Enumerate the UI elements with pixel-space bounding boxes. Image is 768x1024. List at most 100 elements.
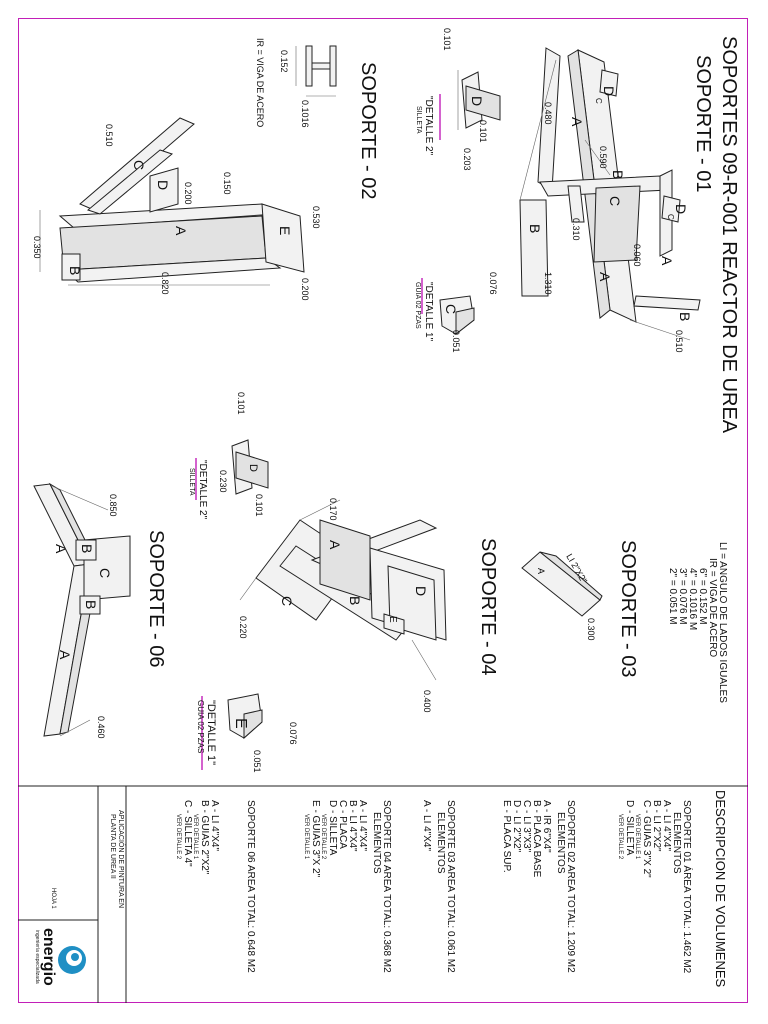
soporte-01-drawing: [519, 47, 701, 341]
soporte-06-drawing: [33, 482, 131, 737]
ir-dim-01016: 0.1016: [300, 100, 310, 128]
d2-mid-dim-c: 0.101: [254, 494, 264, 517]
d1-top-sub: GUIA 02 PZAS: [414, 282, 421, 329]
d1-top-dim-b: 0.051: [451, 330, 461, 353]
s01-letter-b3: B: [677, 312, 693, 321]
s06-letter-a1: A: [53, 544, 69, 554]
volumes-block-4: SOPORTE 06 AREA TOTAL: 0.648 M2 A - LI 4…: [175, 800, 256, 973]
vol4-line3: VER DETALLE 1: [192, 814, 198, 860]
s04-dim-0220: 0.220: [238, 616, 248, 639]
s04-letter-b: B: [347, 596, 363, 605]
soporte-03-label: SOPORTE - 03: [617, 540, 639, 677]
d2-mid-sub: SILLETA: [188, 468, 195, 496]
vol4-line2: B - GUIAS 2"X2": [199, 800, 210, 875]
ir-dim-0152: 0.152: [279, 50, 289, 73]
vol1-line0: SOPORTE 02 AREA TOTAL: 1.209 M2: [565, 800, 576, 973]
s01-letter-a2: A: [659, 256, 675, 266]
vol2-line1: ELEMENTOS: [435, 812, 446, 874]
s04-letter-d: D: [413, 586, 429, 596]
s01-letter-a1: A: [569, 117, 585, 127]
legend-line-1: IR = VIGA DE ACERO: [707, 558, 718, 657]
legend-line-2: 6" = 0.152 M: [697, 568, 708, 625]
ir-note: IR = VIGA DE ACERO: [255, 38, 265, 127]
detail-1-top-drawing: [439, 295, 475, 336]
tb-project-line0: APLICACIÓN DE PINTURA EN: [117, 810, 126, 908]
s04-letter-a: A: [327, 540, 343, 550]
tb-brand: energio: [40, 928, 57, 986]
detail-2-top-drawing: [457, 70, 501, 130]
soporte-02-label: SOPORTE - 02: [357, 62, 379, 199]
vol1-line5: D - LI 2"X2": [511, 800, 522, 853]
legend-line-4: 3" = 0.076 M: [677, 568, 688, 625]
soporte-04-drawing: [239, 499, 447, 681]
s04-dim-0400: 0.400: [422, 690, 432, 713]
d2-top-sub: SILLETA: [415, 106, 422, 134]
d1-mid-sub: GUIA 02 PZAS: [196, 700, 205, 753]
vol3-line7: E - GUIAS 3"X 2": [310, 800, 321, 878]
s01-dim-0310: 0.310: [571, 218, 581, 241]
vol0-line4: C - GUIAS 3"X 2": [641, 800, 652, 878]
s02-letter-c: C: [131, 160, 147, 170]
s02-letter-a: A: [173, 226, 189, 236]
d2-mid-dim-a: 0.101: [236, 392, 246, 415]
vol4-line1: A - LI 4"X4": [209, 800, 220, 851]
volumes-block-2: SOPORTE 03 AREA TOTAL: 0.061 M2 ELEMENTO…: [421, 800, 456, 973]
s06-letter-c: C: [97, 568, 113, 578]
s01-letter-a3: A: [597, 272, 613, 282]
vol0-line2: A - LI 4"X4": [661, 800, 672, 851]
vol3-line2: A - LI 4"X4": [357, 800, 368, 851]
s02-dim-0150: 0.150: [222, 172, 232, 195]
legend-line-0: LI = ANGULO DE LADOS IGUALES: [717, 542, 728, 703]
vol3-line4: C - PLACA: [337, 800, 348, 849]
vol1-line3: B - PLACA BASE: [531, 800, 542, 878]
soporte-02-drawing: [39, 117, 305, 286]
vol0-line6: D - SILLETA: [624, 800, 635, 856]
vol3-line1: ELEMENTOS: [371, 812, 382, 874]
vol0-line3: B - LI 2"X2": [651, 800, 662, 852]
detail-1-mid-drawing: [227, 693, 263, 740]
vol4-line4: C - SILLETA 4": [182, 800, 193, 867]
s02-dim-0200b: 0.200: [300, 278, 310, 301]
s04-letter-e: E: [387, 616, 398, 623]
soporte-03-drawing: [521, 551, 603, 617]
d2-top-dim-c: 0.203: [462, 148, 472, 171]
vol1-line6: E - PLACA SUP.: [501, 800, 512, 873]
vol0-line7: VER DETALLE 2: [617, 814, 623, 860]
s06-letter-b2: B: [83, 600, 99, 609]
vol2-line2: A - LI 4"X4": [421, 800, 432, 851]
soporte-04-label: SOPORTE - 04: [477, 538, 499, 675]
s01-dim-0060: 0.060: [632, 244, 642, 267]
d1-top-letter: C: [443, 304, 459, 314]
s02-dim-0530: 0.530: [311, 206, 321, 229]
s03-dim-0300: 0.300: [586, 618, 596, 641]
title-block-frame: [18, 785, 748, 1003]
legend-line-3: 4" = 0.1016 M: [687, 568, 698, 630]
vol3-line6: VER DETALLE 2: [320, 814, 326, 860]
legend-line-5: 2" = 0.051 M: [667, 568, 678, 625]
d2-top-dim-b: 0.101: [478, 120, 488, 143]
s02-letter-d: D: [155, 180, 171, 190]
tb-brand-sub: ingeniería especializada: [34, 930, 40, 984]
energio-logo: [58, 946, 86, 974]
ir-beam-section: [295, 45, 337, 97]
s02-letter-e: E: [277, 226, 293, 235]
soporte-06-label: SOPORTE - 06: [145, 530, 167, 667]
s01-dim-0590: 0.590: [598, 146, 608, 169]
main-title: SOPORTES 09-R-001 REACTOR DE UREA: [718, 36, 740, 434]
vol0-line0: SOPORTE 01 ÁREA TOTAL: 1.462 M2: [681, 800, 694, 974]
vol4-line0: SOPORTE 06 AREA TOTAL: 0.648 M2: [245, 800, 256, 973]
d2-top-dim-a: 0.101: [442, 28, 452, 51]
s06-letter-a2: A: [57, 650, 73, 660]
vol0-line5: VER DETALLE 1: [634, 814, 640, 860]
s03-letter-a: A: [536, 568, 546, 574]
s06-dim-0460: 0.460: [96, 716, 106, 739]
tb-project-line1: PLANTA DE UREA II: [109, 814, 116, 879]
s01-letter-b1: B: [610, 170, 626, 179]
s02-letter-b: B: [67, 266, 83, 275]
volumes-block-0: SOPORTE 01 ÁREA TOTAL: 1.462 M2 ELEMENTO…: [617, 800, 694, 974]
s01-letter-d1: D: [601, 86, 617, 96]
tb-sheet: HOJA 1: [50, 888, 56, 909]
vol1-line1: ELEMENTOS: [555, 812, 566, 874]
